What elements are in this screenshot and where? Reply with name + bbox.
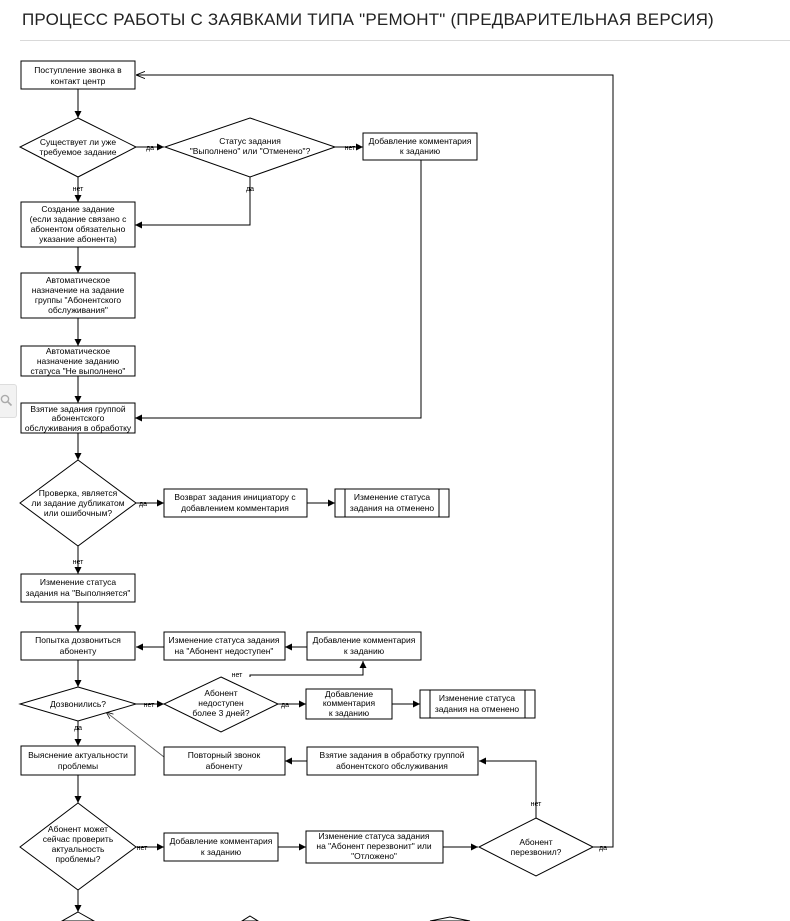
search-icon xyxy=(0,394,13,407)
flow-edges xyxy=(74,75,614,912)
edge xyxy=(249,661,367,677)
edge-label-no: нет xyxy=(232,672,244,679)
edge-label-yes: да xyxy=(599,845,607,852)
node-task-status-check: Статус задания"Выполнено" или "Отменено"… xyxy=(163,117,337,178)
edge-label-no: нет xyxy=(73,559,85,566)
offscreen-shapes xyxy=(60,911,471,921)
node-label: Дозвонились? xyxy=(50,699,106,709)
search-tab[interactable] xyxy=(0,384,17,418)
edge-label-yes: да xyxy=(139,501,147,508)
edge xyxy=(136,75,614,848)
edge xyxy=(135,177,251,229)
edge xyxy=(135,160,422,422)
edge-label-no: нет xyxy=(73,186,85,193)
title-divider xyxy=(20,40,790,41)
edge-label-yes: да xyxy=(146,145,154,152)
edge-label-yes: да xyxy=(281,702,289,709)
edge-label-yes: да xyxy=(246,186,254,193)
edge-label-no: нет xyxy=(345,145,357,152)
edge xyxy=(479,757,537,818)
node-label: Статус задания"Выполнено" или "Отменено"… xyxy=(190,136,311,156)
edge-label-yes: да xyxy=(74,725,82,732)
page-title: ПРОЦЕСС РАБОТЫ С ЗАЯВКАМИ ТИПА "РЕМОНТ" … xyxy=(22,10,714,29)
edge-label-no: нет xyxy=(137,845,149,852)
edge xyxy=(106,712,165,758)
edge-label-no: нет xyxy=(144,702,156,709)
edge-labels: да нет нет да да нет нет нет да да нет н… xyxy=(73,145,607,852)
node-reached: Дозвонились? xyxy=(18,686,138,722)
edge-label-no: нет xyxy=(531,801,543,808)
